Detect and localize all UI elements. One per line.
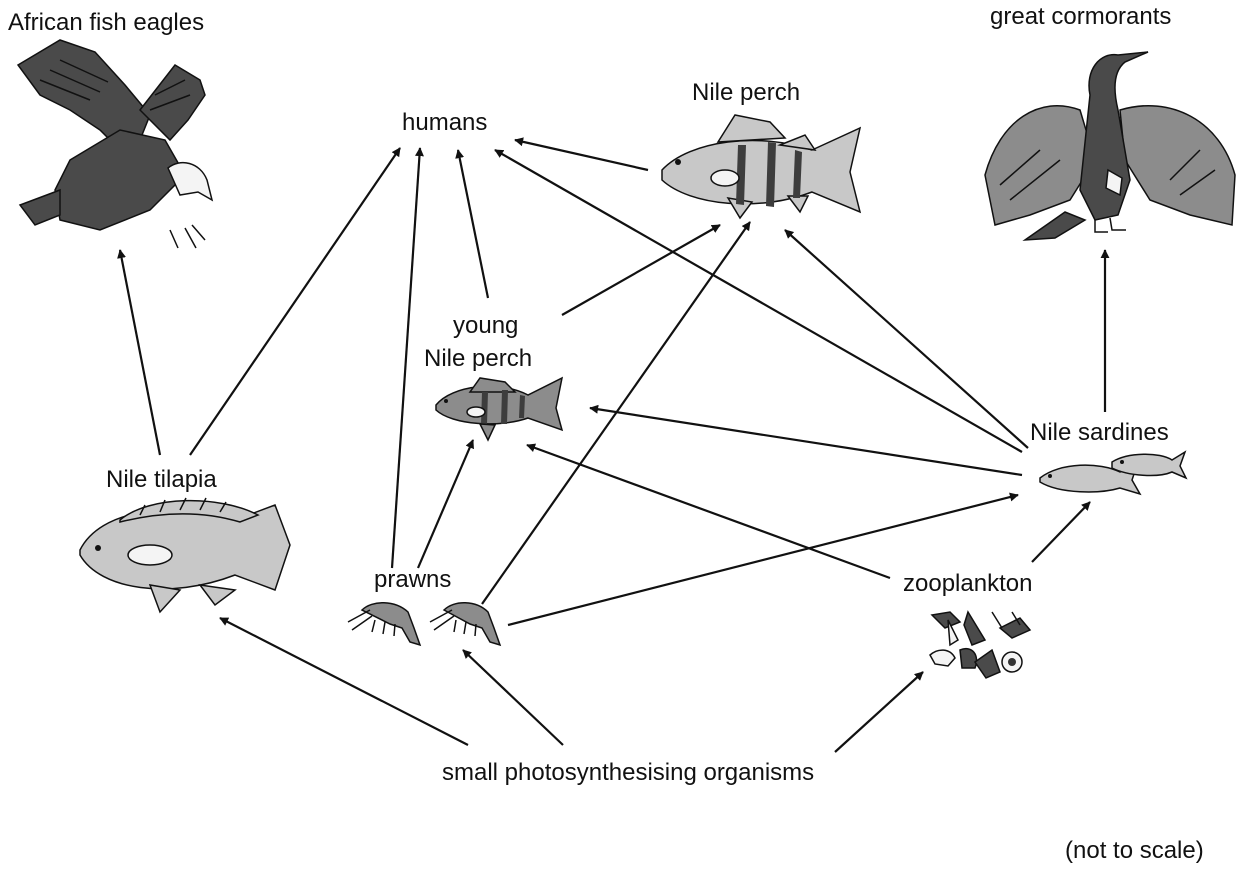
label-great-cormorants: great cormorants <box>990 3 1171 30</box>
arrow-young-perch-to-humans <box>458 150 488 298</box>
arrow-prawns-to-humans <box>392 148 420 568</box>
arrow-producers-to-tilapia <box>220 618 468 745</box>
label-humans: humans <box>402 109 487 136</box>
arrow-tilapia-to-humans <box>190 148 400 455</box>
arrow-sardines-to-young-perch <box>590 408 1022 475</box>
african-fish-eagle-illustration <box>18 40 212 248</box>
scale-note: (not to scale) <box>1065 837 1204 864</box>
label-producers: small photosynthesising organisms <box>442 759 814 786</box>
nile-perch-illustration <box>662 115 860 218</box>
label-zooplankton: zooplankton <box>903 570 1032 597</box>
zooplankton-illustration <box>930 612 1030 678</box>
arrow-sardines-to-perch <box>785 230 1028 448</box>
arrow-producers-to-prawns <box>463 650 563 745</box>
arrow-perch-to-humans <box>515 140 648 170</box>
label-nile-sardines: Nile sardines <box>1030 419 1169 446</box>
nile-tilapia-illustration <box>80 498 290 612</box>
feeding-arrows <box>120 140 1105 752</box>
label-nile-perch: Nile perch <box>692 79 800 106</box>
arrow-tilapia-to-eagles <box>120 250 160 455</box>
arrow-prawns-to-young-perch <box>418 440 473 568</box>
nile-sardines-illustration <box>1040 452 1186 494</box>
arrow-producers-to-zooplankton <box>835 672 923 752</box>
arrow-zooplankton-to-young-perch <box>527 445 890 578</box>
young-nile-perch-illustration <box>436 378 562 440</box>
arrow-young-perch-to-perch <box>562 225 720 315</box>
arrow-prawns-to-sardines <box>508 495 1018 625</box>
great-cormorant-illustration <box>985 52 1235 240</box>
label-young-nile-perch-line1: young <box>453 312 518 339</box>
prawns-illustration <box>348 603 500 645</box>
label-nile-tilapia: Nile tilapia <box>106 466 217 493</box>
arrow-zooplankton-to-sardines <box>1032 502 1090 562</box>
label-african-fish-eagles: African fish eagles <box>8 9 204 36</box>
label-prawns: prawns <box>374 566 451 593</box>
label-young-nile-perch-line2: Nile perch <box>424 345 532 372</box>
